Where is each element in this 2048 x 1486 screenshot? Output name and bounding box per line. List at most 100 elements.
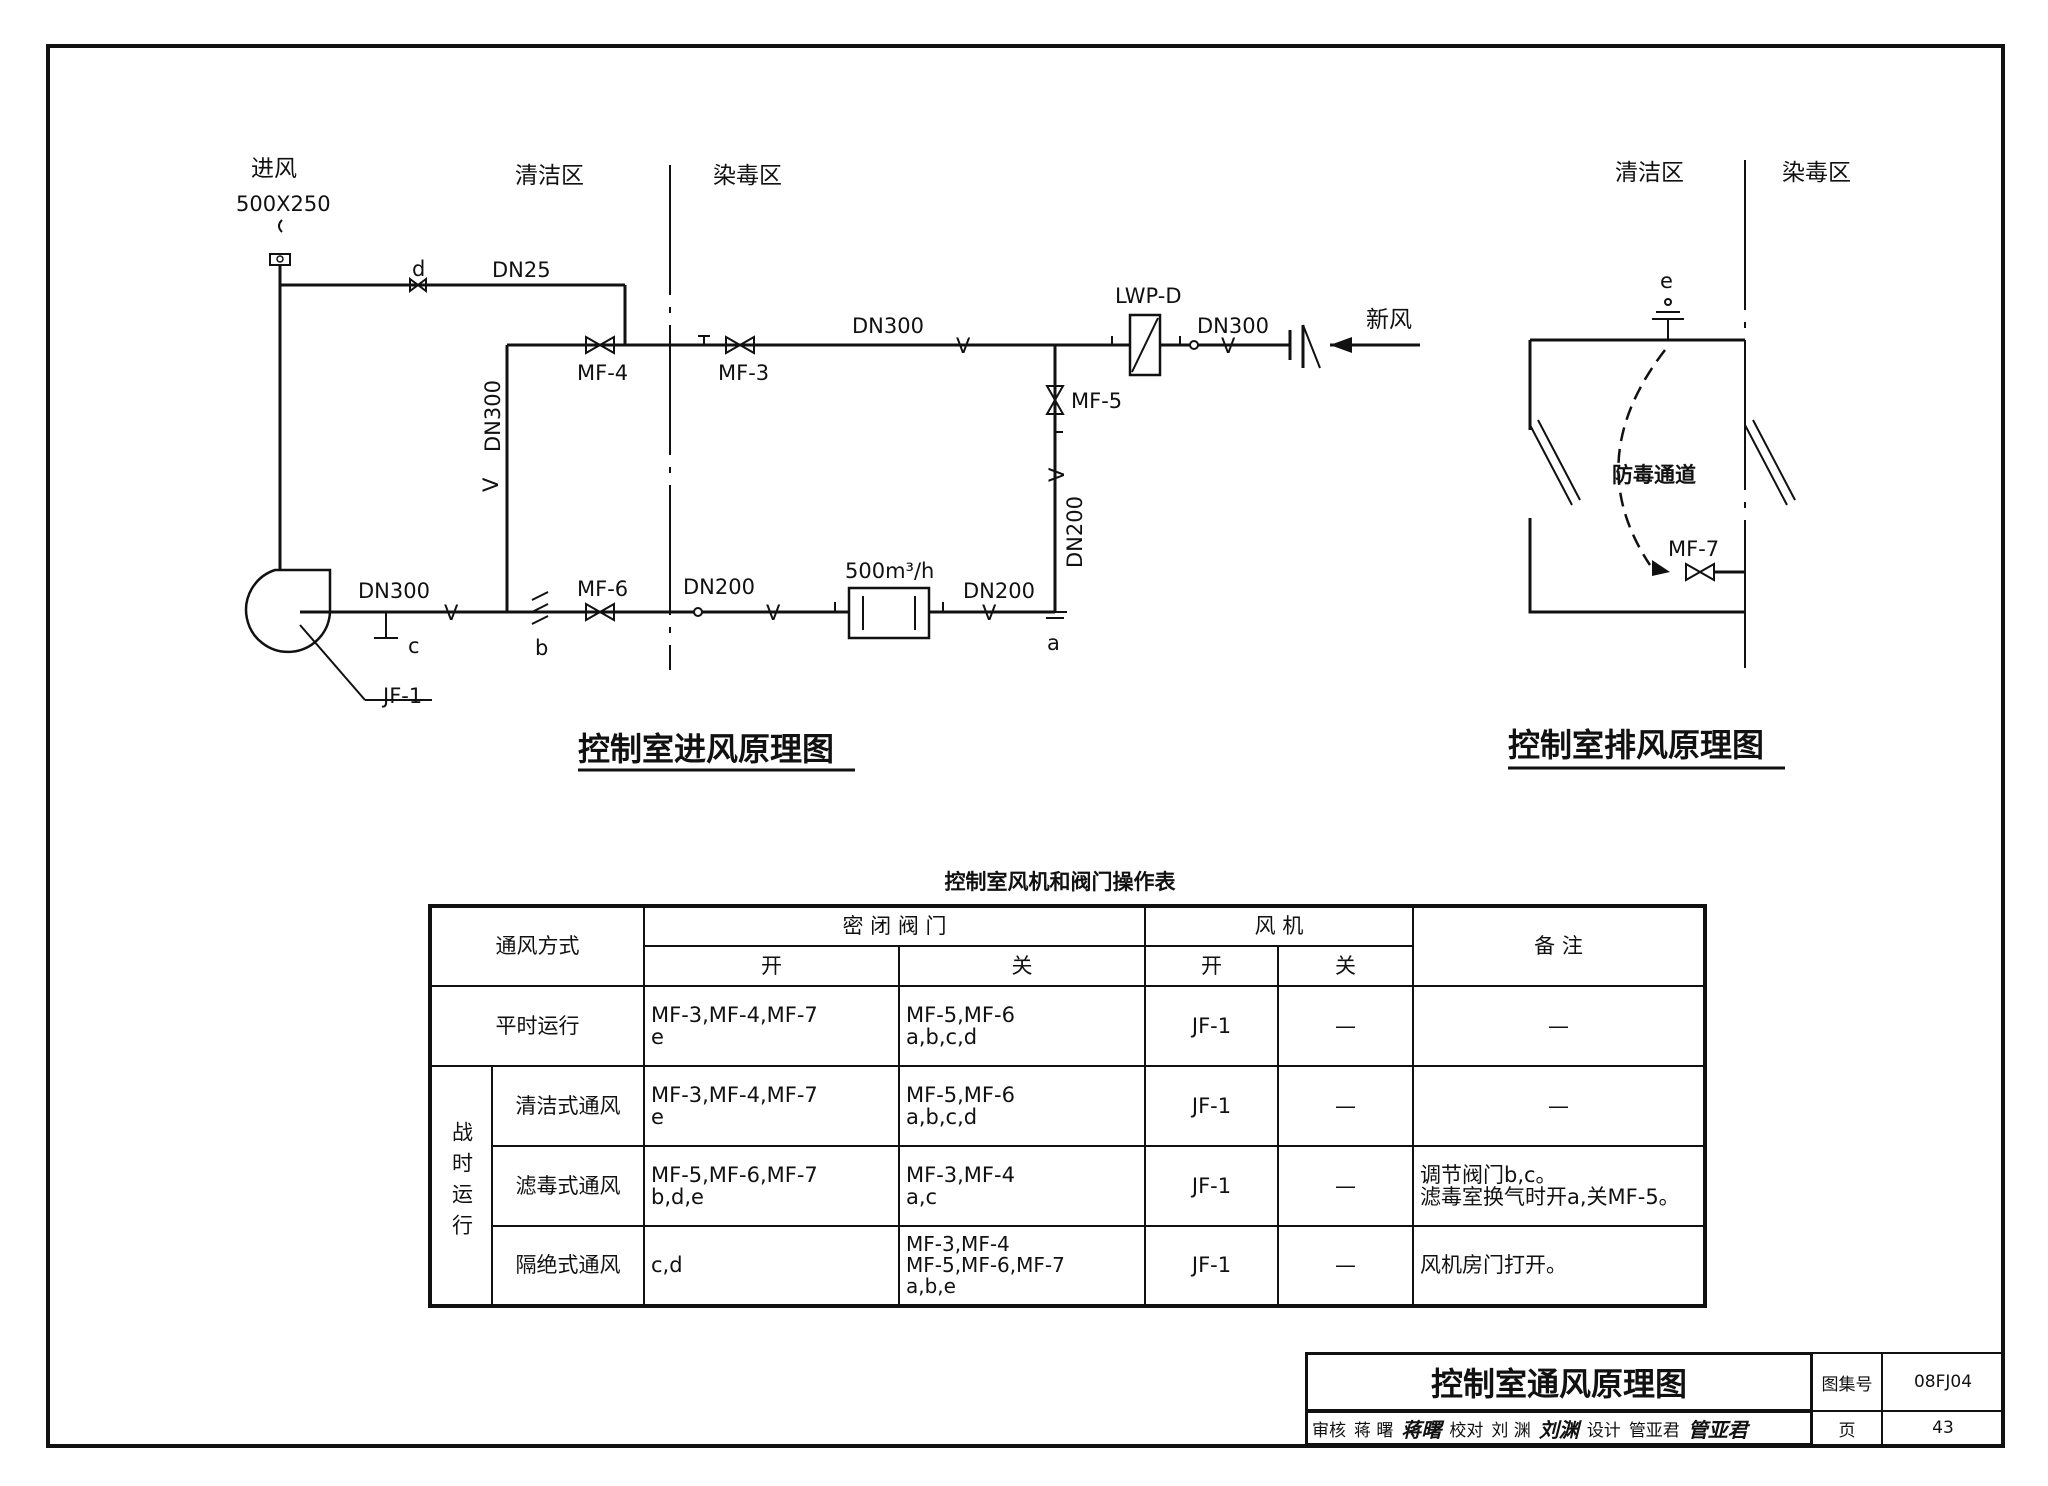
row-remarks: 调节阀门b,c。滤毒室换气时开a,关MF-5。 xyxy=(1412,1145,1706,1227)
airflow-path xyxy=(1617,349,1666,566)
row-fan-close: — xyxy=(1277,985,1414,1067)
dn300-fan-label: DN300 xyxy=(358,579,430,603)
sample-point-2 xyxy=(693,607,703,617)
valve-d-icon xyxy=(409,277,427,293)
drawing-title: 控制室通风原理图 xyxy=(1305,1352,1813,1412)
row-fan-close: — xyxy=(1277,1065,1414,1147)
row-remarks: — xyxy=(1412,1065,1706,1147)
cell-line: MF-5,MF-6,MF-7 xyxy=(651,1162,818,1187)
cell-line: MF-5,MF-6 xyxy=(906,1082,1015,1107)
valve-mf5-icon xyxy=(1045,385,1065,415)
checker-signature: 刘渊 xyxy=(1538,1417,1579,1442)
point-e-dot xyxy=(1664,298,1672,306)
dn300-top-label: DN300 xyxy=(852,314,924,338)
operation-table: 通风方式 密 闭 阀 门 风 机 备 注 开 关 开 关 平时运行 MF-3,M… xyxy=(428,904,1707,1308)
fresh-air-arrow-icon xyxy=(1330,337,1352,353)
row-remarks: — xyxy=(1412,985,1706,1067)
row-fan-open: JF-1 xyxy=(1144,1065,1279,1147)
row-mode: 平时运行 xyxy=(429,985,645,1067)
checker-name: 刘 渊 xyxy=(1491,1420,1531,1441)
passage-wall-lower xyxy=(1528,518,1745,614)
designer-signature: 管亚君 xyxy=(1687,1417,1748,1442)
signature-row: 审核 蒋 曙 蒋曙 校对 刘 渊 刘渊 设计 管亚君 管亚君 xyxy=(1305,1410,1813,1446)
valve-mf3-label: MF-3 xyxy=(718,361,769,385)
filter-label: LWP-D xyxy=(1115,284,1182,308)
intake-louver-icon xyxy=(1288,324,1321,369)
dn25-label: DN25 xyxy=(492,258,551,282)
cell-line: a,c xyxy=(906,1185,938,1209)
reviewer-name: 蒋 曙 xyxy=(1354,1420,1394,1441)
point-b-label: b xyxy=(535,636,548,660)
point-a-label: a xyxy=(1047,631,1060,655)
dn300-riser-label: DN300 xyxy=(481,380,505,452)
header-fan-close: 关 xyxy=(1277,945,1414,987)
flow-v-1: V xyxy=(444,601,459,625)
flow-v-6: V xyxy=(766,601,781,625)
dn300-right-label: DN300 xyxy=(1197,314,1269,338)
cell-line: MF-3,MF-4 xyxy=(906,1232,1010,1256)
check-label: 校对 xyxy=(1449,1420,1484,1441)
row-mode: 隔绝式通风 xyxy=(491,1225,645,1307)
atlas-number: 08FJ04 xyxy=(1881,1352,2005,1412)
row-mode: 清洁式通风 xyxy=(491,1065,645,1147)
point-d-label: d xyxy=(412,257,425,281)
valve-mf6-label: MF-6 xyxy=(577,577,628,601)
zone-clean-left: 清洁区 xyxy=(515,163,584,189)
header-valve-close: 关 xyxy=(898,945,1146,987)
zone-clean-right: 清洁区 xyxy=(1615,160,1684,186)
row-fan-open: JF-1 xyxy=(1144,985,1279,1067)
flow-v-3: V xyxy=(956,334,971,358)
exhaust-schematic: 清洁区 染毒区 e 防毒通道 MF-7 控制室排风原理图 xyxy=(1508,160,1851,770)
row-fan-close: — xyxy=(1277,1225,1414,1307)
valve-mf4-icon xyxy=(585,335,615,355)
operation-table-title: 控制室风机和阀门操作表 xyxy=(944,870,1176,894)
cell-line: MF-3,MF-4 xyxy=(906,1162,1015,1187)
valve-mf3-icon xyxy=(725,335,755,355)
cell-line: MF-5,MF-6 xyxy=(906,1002,1015,1027)
header-fan-open: 开 xyxy=(1144,945,1279,987)
reviewer-signature: 蒋曙 xyxy=(1401,1417,1442,1442)
cell-line: 调节阀门b,c。 xyxy=(1420,1162,1557,1187)
header-mode: 通风方式 xyxy=(429,905,645,987)
fresh-air-label: 新风 xyxy=(1366,307,1412,333)
cell-line: e xyxy=(651,1025,664,1049)
row-valve-open: c,d xyxy=(643,1225,900,1307)
page-number: 43 xyxy=(1881,1410,2005,1446)
intake-label: 进风 xyxy=(251,156,297,182)
cell-line: 滤毒室换气时开a,关MF-5。 xyxy=(1420,1185,1680,1209)
review-label: 审核 xyxy=(1312,1420,1346,1441)
design-label: 设计 xyxy=(1586,1420,1621,1441)
sheet-frame xyxy=(46,44,2005,1448)
point-c-label: c xyxy=(408,634,420,658)
designer-name: 管亚君 xyxy=(1628,1420,1680,1441)
valve-mf7-icon xyxy=(1685,562,1715,582)
door-right-icon xyxy=(1744,419,1796,506)
title-block: 控制室通风原理图 图集号 08FJ04 审核 蒋 曙 蒋曙 校对 刘 渊 刘渊 … xyxy=(1305,1352,2005,1446)
intake-schematic: 清洁区 染毒区 进风 500X250 DN25 d JF-1 DN300 V c xyxy=(236,156,1420,772)
header-valves: 密 闭 阀 门 xyxy=(643,905,1146,947)
filter-box-icon xyxy=(847,586,931,640)
fan-leader xyxy=(299,624,366,701)
cell-line: a,b,c,d xyxy=(906,1025,978,1049)
cell-line: MF-3,MF-4,MF-7 xyxy=(651,1002,818,1027)
zone-toxic-right: 染毒区 xyxy=(1782,160,1851,186)
filter-box-label: 500m³/h xyxy=(845,559,934,583)
intake-hook xyxy=(278,219,283,233)
header-fan: 风 机 xyxy=(1144,905,1414,947)
row-fan-open: JF-1 xyxy=(1144,1225,1279,1307)
point-e-label: e xyxy=(1660,269,1673,293)
war-group-text: 战时运行 xyxy=(449,1121,474,1246)
passage-label: 防毒通道 xyxy=(1612,463,1696,487)
page-label: 页 xyxy=(1811,1410,1883,1446)
filter-diagonal xyxy=(1131,317,1159,373)
valve-mf4-label: MF-4 xyxy=(577,361,628,385)
zone-toxic-left: 染毒区 xyxy=(713,163,782,189)
cell-line: MF-5,MF-6,MF-7 xyxy=(906,1253,1065,1277)
fan-jf1-icon xyxy=(244,568,332,654)
